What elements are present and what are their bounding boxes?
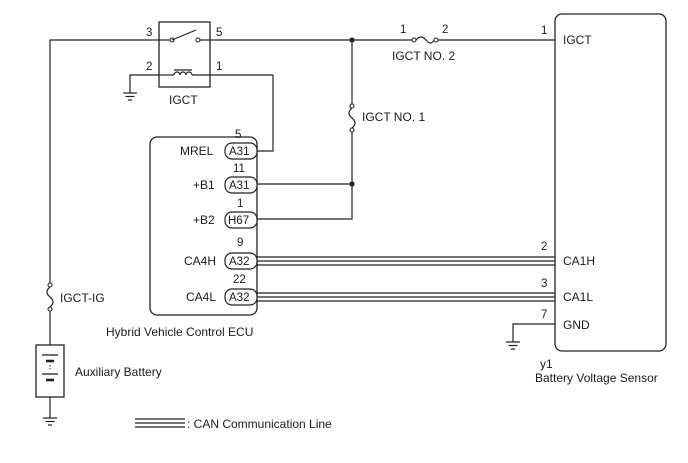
pin-b1: 11 — [233, 163, 245, 175]
junction-dot-b1 — [349, 181, 355, 187]
connector-a31-mrel — [224, 142, 258, 160]
ecu-terminal-mrel: MREL A31 5 — [180, 129, 258, 160]
sensor-signal-ca1h: CA1H — [563, 254, 595, 268]
connector-h67-b2 — [224, 211, 258, 229]
wire-relay1-to-mrel — [210, 74, 274, 152]
sensor-pin-ca1l: 3 — [541, 278, 547, 290]
connector-label-b2: H67 — [228, 215, 249, 227]
ground-icon — [123, 92, 137, 101]
ecu-signal-b1: +B1 — [193, 178, 215, 192]
relay-switch-icon — [159, 29, 210, 43]
relay-coil-icon — [159, 69, 210, 76]
ecu-signal-b2: +B2 — [193, 213, 215, 227]
ground-icon — [43, 417, 57, 426]
ground-icon — [506, 341, 520, 350]
fuse2-pin-2: 2 — [442, 24, 448, 36]
ecu-terminal-b1: +B1 A31 11 — [193, 163, 258, 194]
ecu-label: Hybrid Vehicle Control ECU — [106, 325, 253, 339]
fuse2-pin-1: 1 — [400, 24, 406, 36]
pin-ca4h: 9 — [237, 237, 243, 249]
fuse2-label: IGCT NO. 2 — [392, 49, 455, 63]
can-line-high — [257, 256, 555, 266]
connector-label-ca4h: A32 — [229, 256, 249, 268]
fuse-ig-label: IGCT-IG — [60, 291, 105, 305]
sensor-pin-igct: 1 — [541, 25, 547, 37]
connector-label-ca4l: A32 — [229, 292, 249, 304]
wire-sensor-gnd — [512, 323, 555, 342]
ecu-signal-mrel: MREL — [180, 144, 214, 158]
relay-label: IGCT — [169, 93, 198, 107]
sensor-pin-gnd: 7 — [541, 309, 547, 321]
fuse1-label: IGCT NO. 1 — [362, 110, 425, 124]
wire-relay3-to-fuse-ig — [49, 39, 159, 283]
fuse-igct-no2-icon — [411, 36, 439, 44]
sensor-signal-gnd: GND — [563, 318, 590, 332]
relay-pin-1: 1 — [216, 61, 222, 73]
battery-label: Auxiliary Battery — [75, 365, 162, 379]
connector-a31-b1 — [224, 176, 258, 194]
relay-pin-5: 5 — [216, 27, 222, 39]
sensor-pin-ca1h: 2 — [541, 241, 547, 253]
legend-can-line-symbol — [135, 418, 185, 428]
legend-label: : CAN Communication Line — [187, 417, 332, 431]
connector-label-mrel: A31 — [229, 146, 249, 158]
sensor-label: Battery Voltage Sensor — [535, 371, 658, 385]
relay-igct-box — [158, 21, 211, 88]
fuse-igct-ig-icon — [46, 282, 54, 312]
relay-pin-2: 2 — [146, 61, 152, 73]
ecu-signal-ca4l: CA4L — [186, 290, 216, 304]
pin-b2: 1 — [237, 198, 243, 210]
sensor-box — [554, 13, 667, 352]
pin-ca4l: 22 — [233, 274, 246, 286]
relay-pin-3: 3 — [146, 27, 152, 39]
wire-relay2-to-ground — [129, 74, 159, 93]
ecu-terminal-ca4l: CA4L A32 22 — [186, 274, 258, 306]
ecu-signal-ca4h: CA4H — [184, 254, 216, 268]
can-line-low — [257, 292, 555, 302]
battery-box — [35, 344, 65, 398]
pin-mrel: 5 — [235, 129, 241, 141]
ecu-terminal-b2: +B2 H67 1 — [193, 198, 258, 229]
battery-icon — [42, 354, 58, 382]
sensor-code: y1 — [540, 357, 553, 371]
sensor-signal-igct: IGCT — [563, 33, 592, 47]
connector-label-b1: A31 — [229, 180, 249, 192]
sensor-signal-ca1l: CA1L — [563, 290, 593, 304]
fuse-igct-no1-icon — [348, 103, 356, 133]
wire-fuse1-down — [257, 130, 353, 220]
